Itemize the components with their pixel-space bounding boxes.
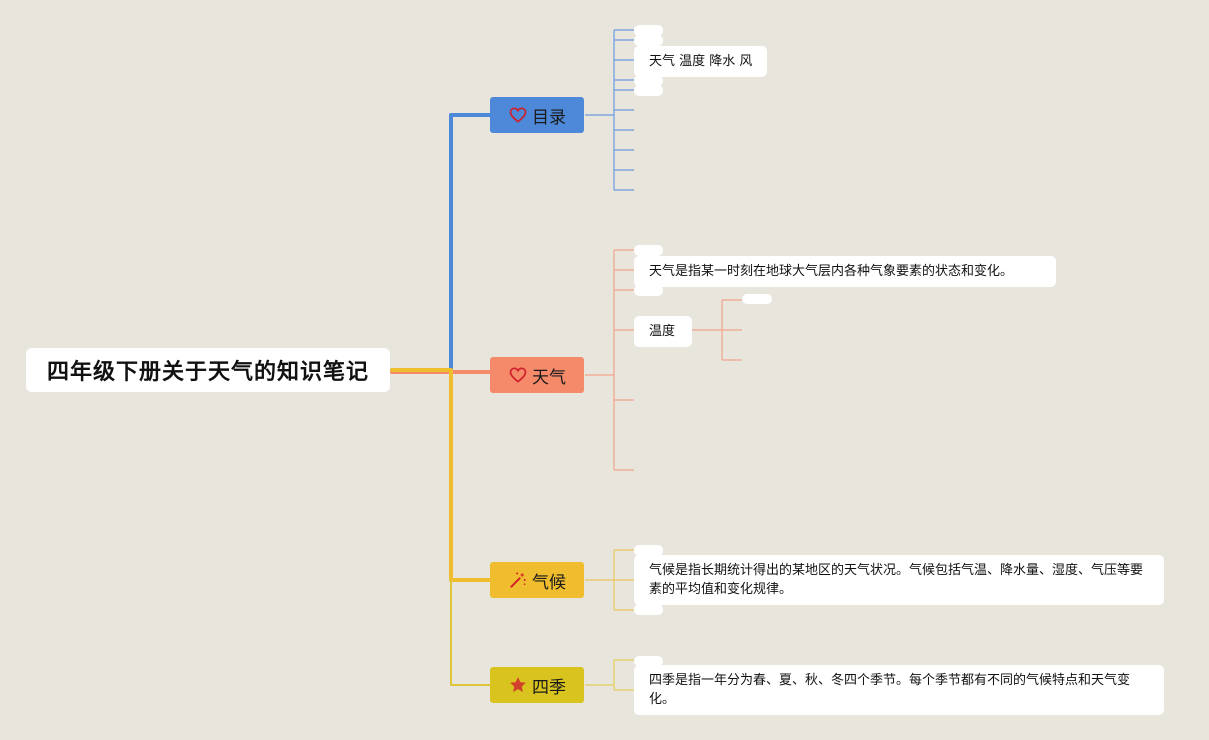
branch-tianqi[interactable]: 天气 — [490, 357, 584, 393]
branch-siji-label: 四季 — [532, 677, 566, 698]
mulu-stub-4[interactable] — [634, 85, 663, 96]
tianqi-stub-2[interactable] — [634, 285, 663, 296]
branch-qihou-label: 气候 — [532, 572, 566, 593]
root-title: 四年级下册关于天气的知识笔记 — [46, 360, 369, 385]
branch-mulu-label: 目录 — [532, 107, 566, 128]
qihou-stub-1[interactable] — [634, 545, 663, 556]
qihou-leaf-text: 气候是指长期统计得出的某地区的天气状况。气候包括气温、降水量、湿度、气压等要素的… — [649, 563, 1144, 597]
branch-siji[interactable]: 四季 — [490, 667, 584, 703]
wendu-stub-1[interactable] — [742, 294, 772, 304]
branch-tianqi-label: 天气 — [532, 367, 566, 388]
heart-outline-icon — [509, 107, 527, 123]
root-topic[interactable]: 四年级下册关于天气的知识笔记 — [26, 348, 390, 392]
tianqi-leaf-text: 天气是指某一时刻在地球大气层内各种气象要素的状态和变化。 — [649, 264, 1014, 279]
siji-leaf[interactable]: 四季是指一年分为春、夏、秋、冬四个季节。每个季节都有不同的气候特点和天气变化。 — [634, 665, 1164, 715]
mulu-stub-1[interactable] — [634, 25, 663, 36]
qihou-stub-2[interactable] — [634, 604, 663, 615]
connector-root-mulu — [390, 113, 492, 372]
branch-mulu[interactable]: 目录 — [490, 97, 584, 133]
connector-root-siji — [450, 579, 491, 686]
connector-root-qihou — [390, 368, 492, 582]
magic-wand-icon — [510, 572, 526, 588]
branch-qihou[interactable]: 气候 — [490, 562, 584, 598]
siji-stub-1[interactable] — [634, 656, 663, 666]
siji-leaf-text: 四季是指一年分为春、夏、秋、冬四个季节。每个季节都有不同的气候特点和天气变化。 — [649, 673, 1131, 707]
mulu-stub-3[interactable] — [634, 75, 663, 86]
tianqi-leaf[interactable]: 天气是指某一时刻在地球大气层内各种气象要素的状态和变化。 — [634, 256, 1056, 287]
mulu-leaf-text: 天气 温度 降水 风 — [649, 54, 753, 69]
mulu-stub-2[interactable] — [634, 35, 663, 46]
mulu-leaf[interactable]: 天气 温度 降水 风 — [634, 46, 768, 77]
tianqi-sub-wendu-label: 温度 — [649, 324, 676, 339]
tianqi-stub-1[interactable] — [634, 245, 663, 256]
star-icon — [510, 677, 526, 692]
tianqi-sub-wendu[interactable]: 温度 — [634, 316, 692, 347]
heart-outline-icon — [509, 367, 527, 383]
qihou-leaf[interactable]: 气候是指长期统计得出的某地区的天气状况。气候包括气温、降水量、湿度、气压等要素的… — [634, 555, 1164, 605]
